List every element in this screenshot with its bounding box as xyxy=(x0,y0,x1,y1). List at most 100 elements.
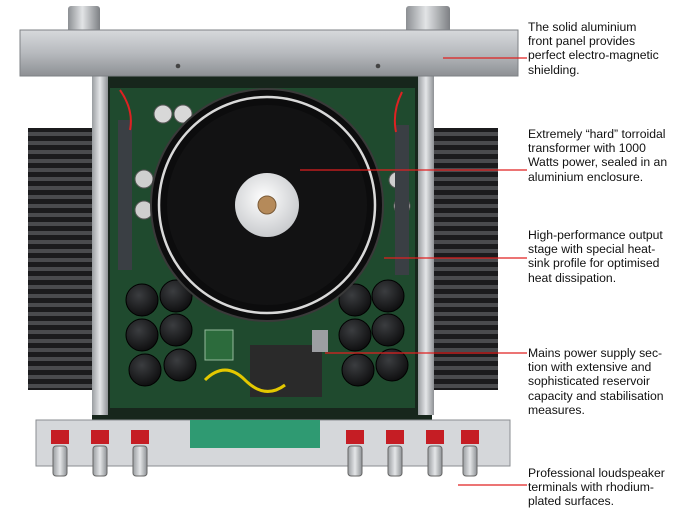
heatsink-fin xyxy=(28,348,92,352)
heatsink-fin xyxy=(434,348,498,352)
terminal-cap xyxy=(461,430,479,444)
heatsink-fin xyxy=(434,303,498,307)
capacitor xyxy=(159,279,193,313)
callout-speaker-terminals: Professional loudspeaker terminals with … xyxy=(528,466,665,509)
heatsink-fin xyxy=(434,276,498,280)
capacitor xyxy=(371,313,405,347)
capacitor xyxy=(125,318,159,352)
heatsink-fin xyxy=(434,375,498,379)
heatsink-fin xyxy=(434,294,498,298)
terminal-cap xyxy=(51,430,69,444)
heatsink-fin xyxy=(28,141,92,145)
heatsink-fin xyxy=(28,366,92,370)
terminal-cap xyxy=(91,430,109,444)
capacitor xyxy=(163,348,197,382)
heatsink-fin xyxy=(28,285,92,289)
heatsink-fin xyxy=(434,312,498,316)
heatsink-fin xyxy=(28,375,92,379)
heatsink-fin xyxy=(434,258,498,262)
terminal-post xyxy=(347,445,363,477)
callout-power-supply: Mains power supply sec- tion with extens… xyxy=(528,346,664,417)
heatsink-fin xyxy=(28,195,92,199)
heatsink-fin xyxy=(28,267,92,271)
heatsink-fin xyxy=(434,357,498,361)
heatsink-fin xyxy=(28,240,92,244)
heatsink-fin xyxy=(434,249,498,253)
heatsink-fin xyxy=(434,330,498,334)
heatsink-fin xyxy=(28,249,92,253)
heatsink-fin xyxy=(434,141,498,145)
heatsink-fin xyxy=(434,132,498,136)
capacitor xyxy=(375,348,409,382)
terminal-cap xyxy=(131,430,149,444)
heatsink-fin xyxy=(28,357,92,361)
capacitor xyxy=(338,318,372,352)
heatsink-fin xyxy=(28,150,92,154)
heatsink-fin xyxy=(434,231,498,235)
terminal-cap xyxy=(346,430,364,444)
terminal-post xyxy=(462,445,478,477)
heatsink-fin xyxy=(28,204,92,208)
heatsink-fin xyxy=(28,213,92,217)
terminal-cap xyxy=(386,430,404,444)
heatsink-fin xyxy=(28,177,92,181)
heatsink-fin xyxy=(28,339,92,343)
right-rail xyxy=(418,70,434,415)
rear-board xyxy=(190,420,320,448)
heatsink-fin xyxy=(28,258,92,262)
heatsink-fin xyxy=(28,276,92,280)
front-panel xyxy=(19,6,519,77)
heatsink-fin xyxy=(28,321,92,325)
left-rail xyxy=(92,70,108,415)
heatsink-fin xyxy=(28,294,92,298)
toroidal-transformer xyxy=(150,88,384,322)
leader-lines xyxy=(300,57,527,486)
heatsink-fin xyxy=(434,204,498,208)
left-heatsink xyxy=(28,128,96,390)
capacitor xyxy=(341,353,375,387)
heatsink-fin xyxy=(434,267,498,271)
reservoir-capacitors xyxy=(125,279,409,387)
rear-panel xyxy=(35,419,511,477)
heatsink-fin xyxy=(434,195,498,199)
heatsink-fin xyxy=(434,384,498,388)
heatsink-fin xyxy=(434,177,498,181)
heatsink-fin xyxy=(434,339,498,343)
heatsink-fin xyxy=(28,186,92,190)
callout-output-stage: High-performance output stage with speci… xyxy=(528,228,663,285)
heatsink-fin xyxy=(28,222,92,226)
heatsink-fin xyxy=(434,285,498,289)
heatsink-fin xyxy=(434,150,498,154)
heatsink-fin xyxy=(28,312,92,316)
heatsink-fin xyxy=(28,159,92,163)
pcb-components xyxy=(118,89,411,397)
terminal-post xyxy=(427,445,443,477)
terminal-post xyxy=(387,445,403,477)
capacitor xyxy=(125,283,159,317)
terminal-post xyxy=(132,445,148,477)
heatsink-fin xyxy=(28,168,92,172)
capacitor xyxy=(371,279,405,313)
callout-front-panel: The solid aluminium front panel provides… xyxy=(528,20,659,77)
capacitor xyxy=(128,353,162,387)
heatsink-fin xyxy=(434,240,498,244)
heatsink-fin xyxy=(28,384,92,388)
heatsink-fin xyxy=(434,366,498,370)
heatsink-fin xyxy=(28,231,92,235)
callout-transformer: Extremely “hard” torroidal transformer w… xyxy=(528,127,668,184)
heatsink-fin xyxy=(28,132,92,136)
capacitor xyxy=(338,283,372,317)
terminal-cap xyxy=(426,430,444,444)
terminal-post xyxy=(92,445,108,477)
capacitor xyxy=(159,313,193,347)
heatsink-fin xyxy=(434,159,498,163)
heatsink-fin xyxy=(434,213,498,217)
heatsink-fin xyxy=(28,330,92,334)
heatsink-fin xyxy=(28,303,92,307)
heatsink-fin xyxy=(434,222,498,226)
terminal-post xyxy=(52,445,68,477)
heatsink-fin xyxy=(434,186,498,190)
heatsink-fin xyxy=(434,321,498,325)
